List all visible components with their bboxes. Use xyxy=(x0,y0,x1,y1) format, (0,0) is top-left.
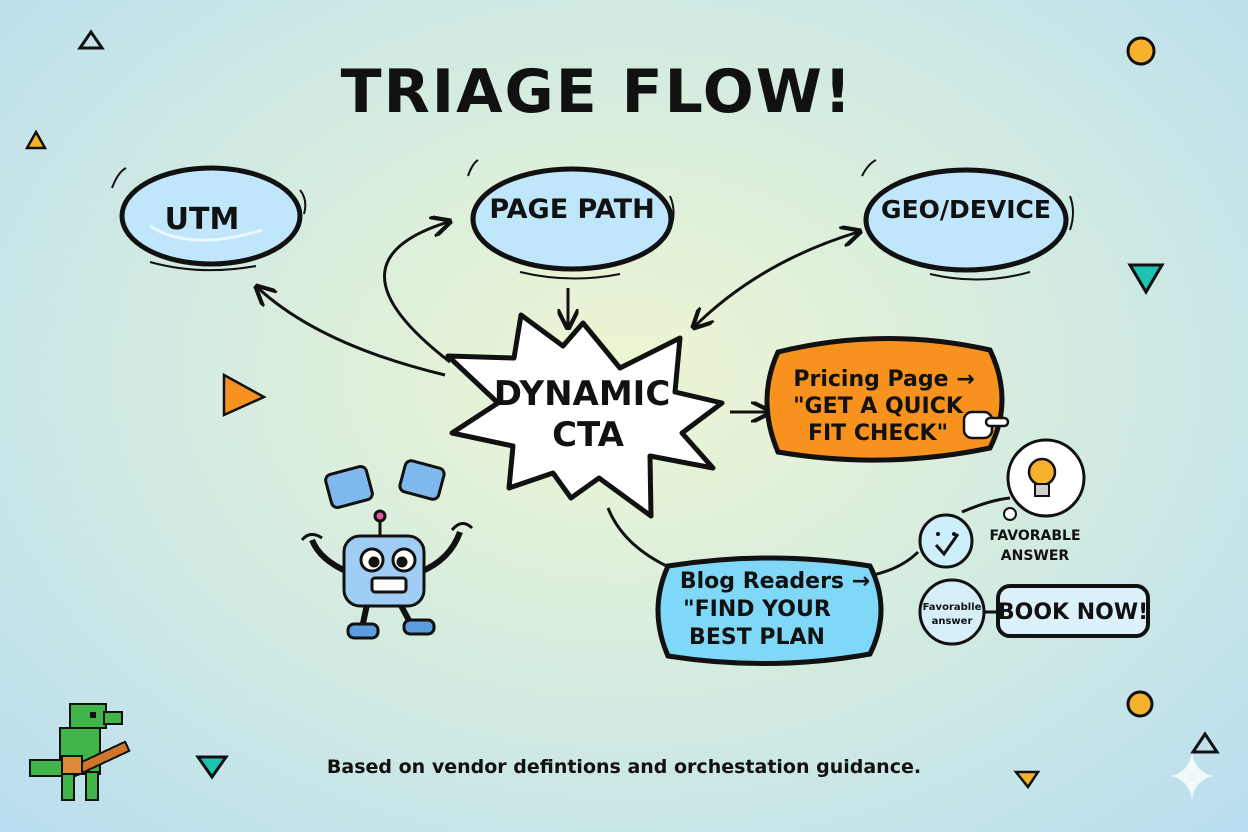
footer-caption: Based on vendor defintions and orchestat… xyxy=(326,756,922,778)
triangle-teal-icon xyxy=(1127,263,1165,295)
pricing-line-3: FIT CHECK" xyxy=(808,421,948,446)
decorative-shapes xyxy=(24,29,1220,800)
favorable-answer-top: FAVORABLE ANSWER xyxy=(918,513,1081,569)
circle-yellow-icon xyxy=(1126,36,1156,66)
favorable-top-line-2: ANSWER xyxy=(1001,548,1070,564)
line-center-to-blog xyxy=(606,507,681,574)
robot-icon xyxy=(300,459,474,640)
pricing-line-2: "GET A QUICK xyxy=(793,394,964,419)
triangle-teal-small-icon xyxy=(195,755,229,780)
center-dynamic-cta: DYNAMIC CTA xyxy=(445,312,725,519)
arrow-center-to-utm xyxy=(258,288,446,377)
blog-line-1: Blog Readers → xyxy=(680,569,870,594)
pricing-line-1: Pricing Page → xyxy=(793,367,974,392)
node-utm-label: UTM xyxy=(165,202,240,237)
center-line-2: CTA xyxy=(552,415,625,455)
arrow-center-to-page-path xyxy=(383,222,450,364)
favorable-top-line-1: FAVORABLE xyxy=(989,528,1080,544)
lightbulb-thought-icon xyxy=(1003,438,1086,521)
output-pricing: Pricing Page → "GET A QUICK FIT CHECK" xyxy=(764,335,1010,463)
book-now-label: BOOK NOW! xyxy=(998,600,1148,625)
node-page-path: PAGE PATH xyxy=(467,159,675,280)
favorable-answer-small: Favorablle answer xyxy=(918,578,986,646)
triangle-yellow-icon xyxy=(24,129,48,150)
node-utm: UTM xyxy=(111,165,307,272)
sparkle-icon xyxy=(1170,752,1214,800)
favorable-small-line-1: Favorablle xyxy=(923,602,982,613)
triangle-outline-icon xyxy=(77,29,105,50)
node-page-path-label: PAGE PATH xyxy=(489,194,654,225)
triangle-outline-small-icon xyxy=(1190,731,1220,754)
center-line-1: DYNAMIC xyxy=(494,374,671,414)
favorable-small-line-2: answer xyxy=(932,616,973,627)
arrow-center-geo-bidirectional xyxy=(695,232,858,326)
blog-line-3: BEST PLAN xyxy=(689,625,825,650)
pointing-hand-icon xyxy=(962,410,1010,440)
face-eye-right xyxy=(952,532,956,536)
triangle-yellow-small-icon xyxy=(1013,770,1041,790)
pixel-dinosaur-icon xyxy=(29,703,131,801)
blog-line-2: "FIND YOUR xyxy=(683,597,831,622)
face-eye-left xyxy=(936,532,940,536)
triangle-orange-icon xyxy=(222,372,267,417)
circle-yellow-small-icon xyxy=(1126,690,1154,718)
node-geo-device: GEO/DEVICE xyxy=(861,159,1074,281)
book-now-button[interactable]: BOOK NOW! xyxy=(996,584,1150,638)
node-geo-device-label: GEO/DEVICE xyxy=(881,195,1051,224)
check-mark-icon xyxy=(934,533,960,557)
page-title: TRIAGE FLOW! xyxy=(341,57,854,127)
line-favorable-to-bulb xyxy=(961,496,1011,514)
output-blog: Blog Readers → "FIND YOUR BEST PLAN xyxy=(655,555,884,667)
